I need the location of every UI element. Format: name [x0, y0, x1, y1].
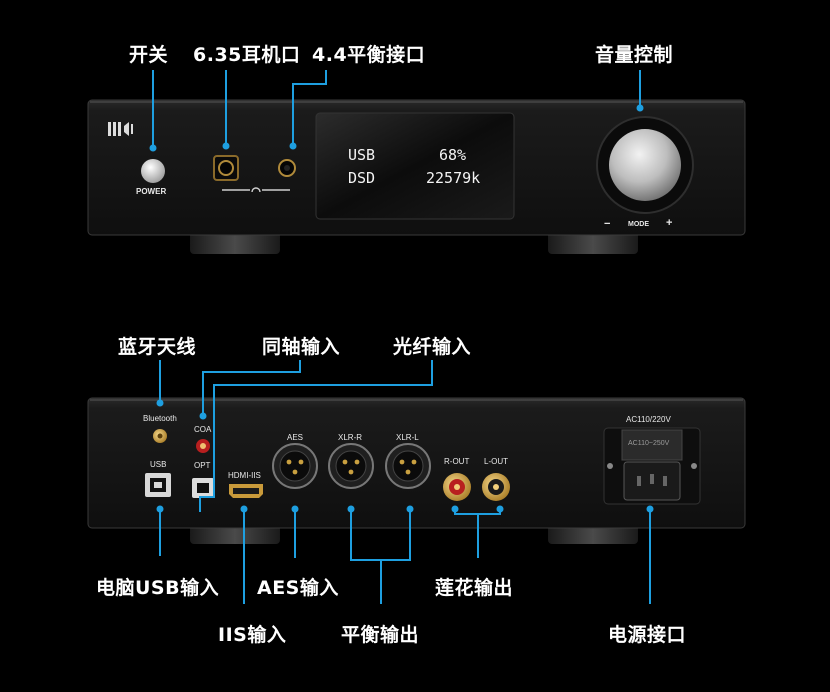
front-panel	[87, 99, 746, 254]
coaxial-input-jack	[196, 439, 210, 453]
label-r-out: R-OUT	[444, 457, 470, 466]
label-opt: OPT	[194, 461, 211, 470]
knob-minus-label: −	[604, 218, 611, 230]
front-callout-dots	[149, 104, 644, 152]
display-line1-volume: 68%	[439, 146, 467, 164]
callout-coaxial-input: 同轴输入	[262, 336, 341, 358]
label-coa: COA	[194, 425, 212, 434]
rear-callout-dots	[156, 399, 654, 513]
display-line1-source: USB	[348, 146, 376, 164]
knob-plus-label: +	[666, 217, 673, 229]
callout-power-inlet: 电源接口	[608, 624, 687, 646]
callout-bluetooth-antenna: 蓝牙天线	[118, 336, 197, 358]
optical-input-port	[192, 478, 214, 498]
xlr-r-output-connector	[328, 443, 374, 489]
label-bluetooth: Bluetooth	[143, 414, 177, 423]
label-hdmi-iis: HDMI-IIS	[228, 471, 261, 480]
callout-power-switch: 开关	[129, 44, 169, 66]
callout-rca-output: 莲花输出	[435, 577, 514, 599]
rca-r-output-jack	[443, 473, 471, 501]
callout-balanced-output: 平衡输出	[341, 624, 420, 646]
hdmi-iis-port	[229, 484, 263, 498]
label-ac-plate: AC110~250V	[628, 440, 670, 447]
ac-power-inlet	[603, 427, 701, 505]
usb-b-port	[145, 473, 171, 497]
aes-xlr-connector	[272, 443, 318, 489]
brand-logo	[108, 122, 133, 136]
callout-usb-input: 电脑USB输入	[96, 577, 220, 599]
knob-mode-label: MODE	[628, 221, 649, 228]
rca-l-output-jack	[482, 473, 510, 501]
callout-headphone-6-35: 6.35耳机口	[193, 44, 301, 66]
label-aes: AES	[287, 433, 304, 442]
callout-aes-input: AES输入	[257, 577, 339, 599]
label-l-out: L-OUT	[484, 457, 508, 466]
label-xlr-r: XLR-R	[338, 433, 363, 442]
power-button[interactable]	[141, 159, 165, 183]
callout-optical-input: 光纤输入	[393, 336, 472, 358]
callout-balanced-4-4: 4.4平衡接口	[312, 44, 426, 66]
label-ac-voltage: AC110/220V	[626, 415, 671, 424]
power-label: POWER	[136, 187, 167, 196]
headphone-icon	[222, 187, 290, 193]
label-usb: USB	[150, 460, 167, 469]
display-line2-format: DSD	[348, 169, 376, 187]
oled-display	[315, 112, 515, 220]
bluetooth-antenna-connector	[153, 429, 167, 443]
display-line2-rate: 22579k	[426, 169, 481, 187]
callout-iis-input: IIS输入	[218, 624, 287, 646]
front-callout-lines	[152, 70, 641, 148]
xlr-l-output-connector	[385, 443, 431, 489]
callout-volume-control: 音量控制	[595, 44, 674, 66]
volume-knob[interactable]	[609, 129, 681, 201]
rear-panel	[87, 397, 746, 544]
label-xlr-l: XLR-L	[396, 433, 419, 442]
